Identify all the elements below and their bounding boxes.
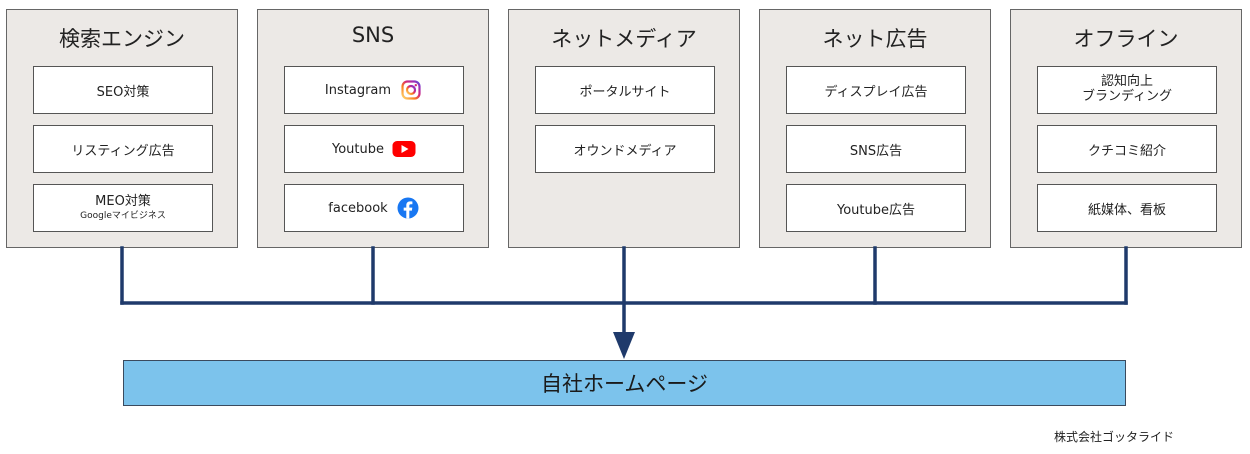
panel-title: ネットメディア bbox=[551, 27, 697, 51]
item-youtube: Youtube bbox=[284, 125, 464, 173]
panel-net-ads: ネット広告 ディスプレイ広告 SNS広告 Youtube広告 bbox=[759, 9, 991, 248]
target-homepage: 自社ホームページ bbox=[123, 360, 1126, 406]
target-label: 自社ホームページ bbox=[541, 372, 708, 396]
item-label: リスティング広告 bbox=[71, 143, 175, 159]
panel-title: SNS bbox=[351, 23, 395, 47]
item-seo: SEO対策 bbox=[33, 66, 213, 114]
panel-offline: オフライン 認知向上 ブランディング クチコミ紹介 紙媒体、看板 bbox=[1010, 9, 1242, 248]
panel-title: ネット広告 bbox=[822, 27, 928, 51]
company-credit: 株式会社ゴッタライド bbox=[1054, 430, 1175, 444]
panel-title: オフライン bbox=[1073, 27, 1179, 51]
item-label: 認知向上 bbox=[1100, 74, 1153, 90]
item-label: SEO対策 bbox=[96, 84, 150, 100]
item-label: ポータルサイト bbox=[579, 84, 671, 100]
item-awareness-branding: 認知向上 ブランディング bbox=[1037, 66, 1217, 114]
item-label: facebook bbox=[328, 200, 388, 216]
item-label: Instagram bbox=[324, 82, 392, 98]
item-owned-media: オウンドメディア bbox=[535, 125, 715, 173]
item-label: オウンドメディア bbox=[573, 143, 677, 159]
item-label: SNS広告 bbox=[849, 143, 903, 159]
item-label: ディスプレイ広告 bbox=[824, 84, 928, 100]
item-facebook: facebook bbox=[284, 184, 464, 232]
item-meo: MEO対策 Googleマイビジネス bbox=[33, 184, 213, 232]
item-sublabel: Googleマイビジネス bbox=[80, 210, 166, 221]
item-display-ads: ディスプレイ広告 bbox=[786, 66, 966, 114]
item-portal-site: ポータルサイト bbox=[535, 66, 715, 114]
youtube-icon bbox=[392, 137, 416, 161]
panel-search-engine: 検索エンジン SEO対策 リスティング広告 MEO対策 Googleマイビジネス bbox=[6, 9, 238, 248]
item-listing-ads: リスティング広告 bbox=[33, 125, 213, 173]
panel-sns: SNS Instagram Youtube bbox=[257, 9, 489, 248]
item-label-line2: ブランディング bbox=[1081, 89, 1173, 104]
item-instagram: Instagram bbox=[284, 66, 464, 114]
item-label: クチコミ紹介 bbox=[1087, 143, 1166, 159]
arrow-head-icon bbox=[613, 332, 635, 359]
instagram-icon bbox=[399, 78, 423, 102]
panel-title: 検索エンジン bbox=[59, 27, 185, 51]
item-word-of-mouth: クチコミ紹介 bbox=[1037, 125, 1217, 173]
item-label: Youtube bbox=[332, 141, 384, 157]
panel-net-media: ネットメディア ポータルサイト オウンドメディア bbox=[508, 9, 740, 248]
facebook-icon bbox=[396, 196, 420, 220]
item-label: MEO対策 bbox=[95, 193, 151, 209]
item-label: 紙媒体、看板 bbox=[1087, 202, 1166, 218]
item-sns-ads: SNS広告 bbox=[786, 125, 966, 173]
item-label: Youtube広告 bbox=[837, 202, 915, 218]
item-print-signage: 紙媒体、看板 bbox=[1037, 184, 1217, 232]
item-youtube-ads: Youtube広告 bbox=[786, 184, 966, 232]
